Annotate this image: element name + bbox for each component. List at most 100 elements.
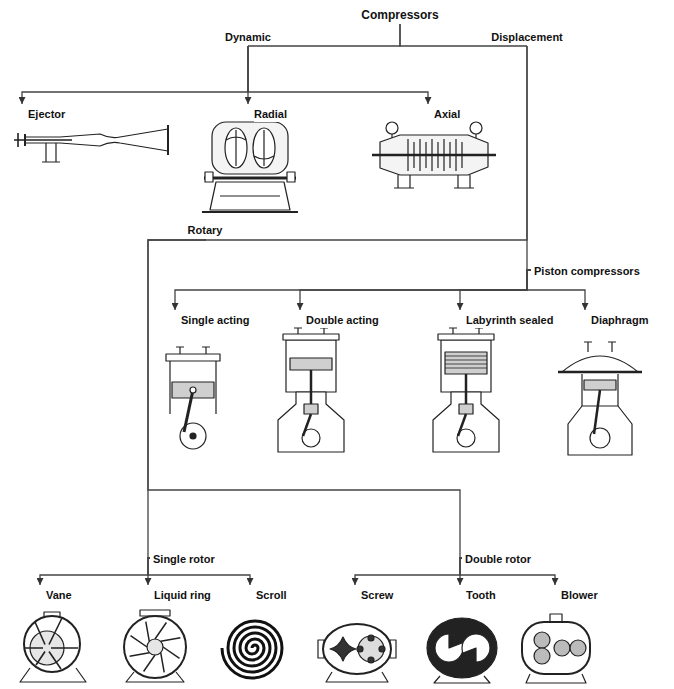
labyrinth-sealed-piston-illustration: [445, 352, 487, 374]
labyrinth-sealed-piston-illustration: [457, 429, 475, 447]
single-acting-piston-illustration: [166, 354, 220, 361]
node-label: Rotary: [188, 223, 223, 238]
tooth-compressor-illustration: [462, 634, 490, 662]
diaphragm-compressor-illustration: [584, 342, 616, 352]
double-acting-piston-illustration: [302, 429, 320, 447]
radial-compressor-illustration: [220, 195, 280, 196]
compressor-type: Scroll: [215, 585, 305, 685]
compressor-type: Single acting: [152, 310, 260, 458]
node-label: Liquid ring: [154, 588, 211, 603]
blower-illustration: [526, 674, 586, 683]
axial-compressor-illustration: [470, 122, 482, 134]
node-label: Displacement: [491, 30, 563, 45]
labyrinth-sealed-piston-illustration: [445, 356, 487, 368]
category-label: Double rotor: [462, 548, 534, 568]
tree-connector: [22, 46, 248, 104]
tree-connector: [248, 46, 428, 104]
single-acting-piston-illustration: [176, 347, 210, 354]
single-acting-piston-illustration: [166, 347, 220, 449]
liquid-ring-compressor-illustration: [130, 622, 181, 673]
tooth-compressor-illustration: [435, 634, 463, 662]
labyrinth-sealed-piston-illustration: [449, 328, 483, 334]
compressor-type: Screw: [318, 585, 408, 685]
category-label: Single rotor: [150, 548, 218, 568]
labyrinth-sealed-piston-illustration: [459, 404, 473, 414]
blower-illustration: [522, 622, 590, 674]
tree-connector: [527, 46, 531, 270]
diaphragm-compressor-illustration: [584, 380, 616, 390]
tree-connector: [460, 270, 531, 310]
node-label: Diaphragm: [591, 313, 648, 328]
diaphragm-compressor-illustration: [558, 371, 642, 374]
single-acting-piston-illustration: [190, 433, 196, 439]
scroll-compressor-illustration: [222, 621, 282, 678]
diaphragm-compressor-illustration: [594, 390, 600, 434]
scroll-compressor-illustration: [222, 621, 282, 678]
node-label: Single rotor: [153, 552, 215, 567]
radial-compressor-illustration: [202, 122, 298, 212]
node-label: Scroll: [256, 588, 287, 603]
tree-connector: [205, 46, 527, 240]
liquid-ring-compressor-illustration: [124, 610, 186, 682]
compressor-type: Liquid ring: [110, 585, 215, 685]
radial-compressor-illustration: [204, 177, 296, 180]
tree-connector: [148, 239, 462, 558]
compressor-type: Blower: [515, 585, 625, 685]
labyrinth-sealed-piston-illustration: [438, 334, 494, 340]
radial-compressor-illustration: [212, 122, 288, 174]
single-acting-piston-illustration: [180, 423, 206, 449]
tree-connector: [300, 270, 531, 310]
double-acting-piston-illustration: [310, 370, 313, 404]
axial-compressor-illustration: [372, 154, 496, 157]
tooth-compressor-illustration: [427, 618, 497, 678]
blower-illustration: [570, 640, 586, 656]
screw-compressor-illustration: [368, 657, 374, 663]
radial-compressor-illustration: [226, 130, 274, 166]
vane-compressor-illustration: [25, 618, 78, 669]
vane-compressor-illustration: [20, 612, 86, 682]
tree-connector: [40, 558, 150, 585]
ejector-illustration: [42, 143, 60, 162]
blower-illustration: [534, 648, 550, 664]
screw-compressor-illustration: [379, 646, 385, 652]
axial-compressor-illustration: [372, 122, 496, 188]
category-label: Dynamic: [222, 26, 274, 46]
node-label: Double acting: [306, 313, 379, 328]
radial-compressor-illustration: [205, 172, 213, 182]
node-label: Labyrinth sealed: [466, 313, 553, 328]
screw-compressor-illustration: [357, 646, 363, 652]
compressor-type: Vane: [8, 585, 103, 685]
node-label: Compressors: [361, 8, 438, 23]
radial-compressor-illustration: [287, 172, 295, 182]
screw-compressor-illustration: [323, 624, 391, 674]
screw-compressor-illustration: [330, 637, 356, 661]
tree-connector: [355, 558, 462, 585]
ejector-illustration: [167, 125, 169, 155]
ejector-illustration: [14, 125, 168, 162]
compressor-type: Double acting: [265, 310, 390, 458]
tooth-compressor-illustration: [463, 648, 476, 662]
illustration-group: [14, 122, 642, 683]
tooth-compressor-illustration: [449, 634, 462, 648]
diaphragm-compressor-illustration: [562, 356, 638, 372]
node-label: Vane: [46, 588, 72, 603]
double-acting-piston-illustration: [290, 358, 332, 370]
axial-compressor-illustration: [394, 175, 474, 188]
vane-compressor-illustration: [24, 616, 80, 672]
tree-connector: [148, 239, 205, 558]
liquid-ring-compressor-illustration: [147, 639, 163, 655]
tree-connector: [175, 270, 531, 310]
tooth-compressor-illustration: [427, 618, 497, 683]
node-label: Blower: [561, 588, 598, 603]
axial-compressor-illustration: [386, 122, 398, 134]
labyrinth-sealed-piston-illustration: [465, 374, 468, 404]
labyrinth-sealed-piston-illustration: [433, 328, 499, 452]
radial-compressor-illustration: [210, 182, 290, 210]
root-label: Compressors: [358, 4, 441, 24]
compressor-type: Labyrinth sealed: [425, 310, 565, 458]
compressor-type: Ejector: [10, 104, 175, 168]
double-acting-piston-illustration: [294, 328, 328, 334]
blower-illustration: [550, 614, 562, 622]
ejector-illustration: [24, 134, 26, 146]
